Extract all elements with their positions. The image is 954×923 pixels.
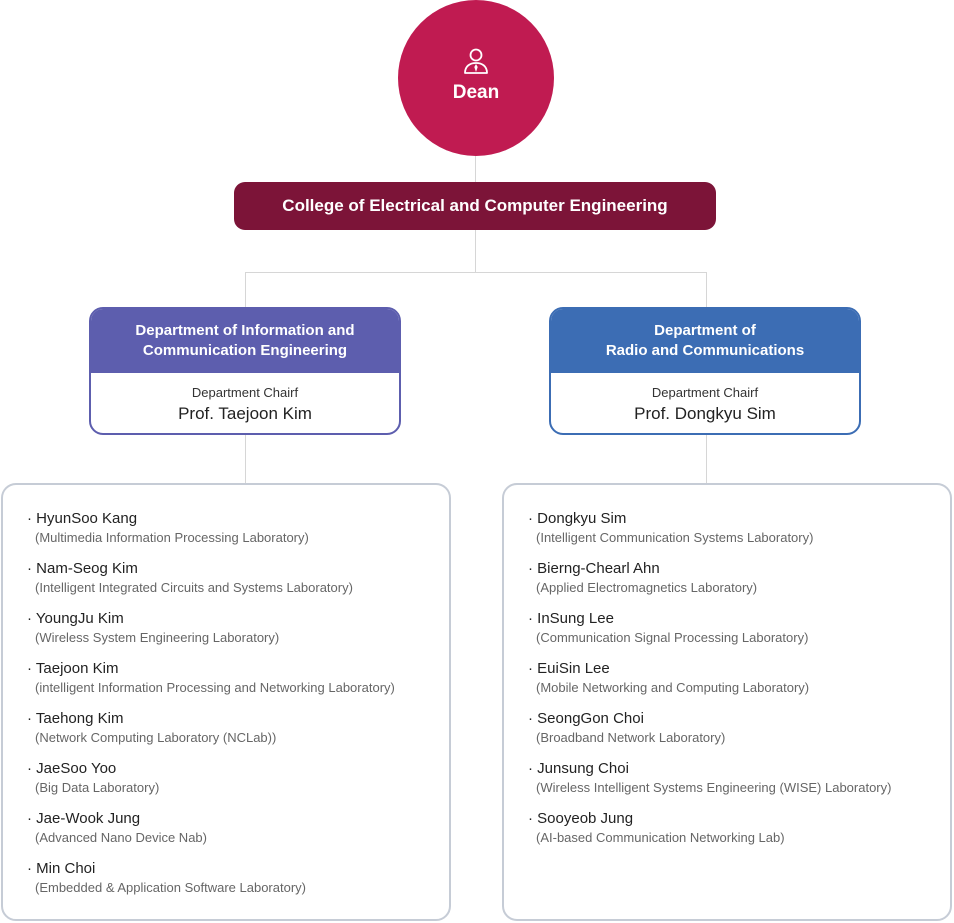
faculty-name: · Jae-Wook Jung	[27, 810, 141, 827]
chair-label: Department Chairf	[191, 385, 299, 400]
faculty-lab: (Wireless System Engineering Laboratory)	[35, 630, 280, 645]
faculty-name: · YoungJu Kim	[27, 610, 124, 627]
faculty-item: · HyunSoo Kang (Multimedia Information P…	[27, 510, 309, 546]
faculty-name: · Nam-Seog Kim	[27, 560, 138, 577]
dept-header: Department of Radio and Communications	[551, 309, 859, 373]
faculty-lab: (Embedded & Application Software Laborat…	[35, 880, 306, 895]
faculty-lab: (Communication Signal Processing Laborat…	[536, 630, 809, 645]
faculty-lab: (Network Computing Laboratory (NCLab))	[35, 730, 277, 745]
faculty-panel-left: · HyunSoo Kang (Multimedia Information P…	[1, 483, 451, 921]
chair-name: Prof. Taejoon Kim	[178, 404, 312, 423]
connector-right-panel	[706, 435, 707, 483]
dean-node: Dean	[398, 0, 554, 156]
faculty-name: · Dongkyu Sim	[528, 510, 627, 527]
faculty-lab: (Applied Electromagnetics Laboratory)	[536, 580, 758, 595]
chair-name: Prof. Dongkyu Sim	[634, 404, 776, 423]
faculty-item: · Bierng-Chearl Ahn (Applied Electromagn…	[528, 560, 757, 596]
faculty-name: · HyunSoo Kang	[27, 510, 138, 527]
faculty-name: · SeongGon Choi	[528, 710, 644, 727]
faculty-lab: (Wireless Intelligent Systems Engineerin…	[536, 780, 892, 795]
connector-college-down	[475, 230, 476, 273]
faculty-name: · Taejoon Kim	[27, 660, 119, 677]
dean-label: Dean	[452, 82, 500, 103]
faculty-name: · JaeSoo Yoo	[27, 760, 117, 777]
faculty-panel-right: · Dongkyu Sim (Intelligent Communication…	[502, 483, 952, 921]
faculty-item: · Taejoon Kim (intelligent Information P…	[27, 660, 395, 696]
connector-right-dept	[706, 272, 707, 307]
dept-title-line2: Communication Engineering	[142, 342, 348, 359]
faculty-name: · EuiSin Lee	[528, 660, 610, 677]
faculty-name: · Junsung Choi	[528, 760, 629, 777]
faculty-item: · Min Choi (Embedded & Application Softw…	[27, 860, 306, 896]
chair-label: Department Chairf	[651, 385, 759, 400]
faculty-name: · Bierng-Chearl Ahn	[528, 560, 660, 577]
faculty-item: · Jae-Wook Jung (Advanced Nano Device Na…	[27, 810, 207, 846]
faculty-name: · Min Choi	[27, 860, 96, 877]
dept-title-line2: Radio and Communications	[605, 342, 805, 359]
faculty-lab: (intelligent Information Processing and …	[35, 680, 395, 695]
faculty-lab: (Intelligent Communication Systems Labor…	[536, 530, 814, 545]
connector-left-dept	[245, 272, 246, 307]
college-node: College of Electrical and Computer Engin…	[234, 182, 716, 230]
dept-header: Department of Information and Communicat…	[91, 309, 399, 373]
dept-radio-comm: Department of Radio and Communications D…	[549, 307, 861, 435]
connector-dean-college	[475, 156, 476, 182]
dept-title-line1: Department of Information and	[135, 322, 355, 339]
faculty-name: · Taehong Kim	[27, 710, 124, 727]
faculty-lab: (Big Data Laboratory)	[35, 780, 160, 795]
faculty-item: · InSung Lee (Communication Signal Proce…	[528, 610, 808, 646]
faculty-lab: (Advanced Nano Device Nab)	[35, 830, 207, 845]
faculty-lab: (Multimedia Information Processing Labor…	[35, 530, 309, 545]
dept-title-line1: Department of	[654, 322, 756, 339]
connector-horizontal	[245, 272, 706, 273]
faculty-name: · Sooyeob Jung	[528, 810, 634, 827]
faculty-name: · InSung Lee	[528, 610, 614, 627]
faculty-item: · Taehong Kim (Network Computing Laborat…	[27, 710, 276, 746]
faculty-lab: (Mobile Networking and Computing Laborat…	[536, 680, 810, 695]
faculty-item: · Nam-Seog Kim (Intelligent Integrated C…	[27, 560, 353, 596]
faculty-lab: (Broadband Network Laboratory)	[536, 730, 726, 745]
faculty-item: · SeongGon Choi (Broadband Network Labor…	[528, 710, 725, 746]
faculty-item: · YoungJu Kim (Wireless System Engineeri…	[27, 610, 279, 646]
faculty-item: · Junsung Choi (Wireless Intelligent Sys…	[528, 760, 891, 796]
faculty-lab: (Intelligent Integrated Circuits and Sys…	[35, 580, 353, 595]
faculty-item: · JaeSoo Yoo (Big Data Laboratory)	[27, 760, 159, 796]
faculty-item: · Sooyeob Jung (AI-based Communication N…	[528, 810, 785, 846]
person-tie-icon	[464, 48, 488, 74]
dept-info-comm: Department of Information and Communicat…	[89, 307, 401, 435]
faculty-item: · EuiSin Lee (Mobile Networking and Comp…	[528, 660, 809, 696]
faculty-item: · Dongkyu Sim (Intelligent Communication…	[528, 510, 813, 546]
connector-left-panel	[245, 435, 246, 483]
faculty-lab: (AI-based Communication Networking Lab)	[536, 830, 785, 845]
